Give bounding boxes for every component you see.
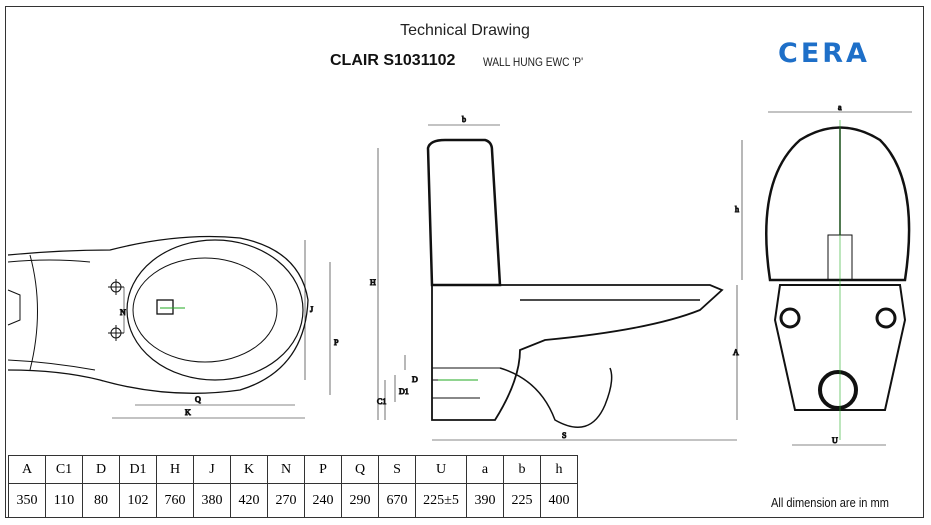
dim-label-H: H xyxy=(370,278,376,287)
model-number: CLAIR S1031102 xyxy=(330,52,456,69)
side-view: b H A D D1 C1 S xyxy=(370,115,740,441)
header-cell: h xyxy=(540,455,578,484)
header-cell: D1 xyxy=(119,455,157,484)
value-cell: 670 xyxy=(378,483,416,518)
value-cell: 225 xyxy=(503,483,541,518)
header-cell: D xyxy=(82,455,120,484)
header-cell: Q xyxy=(341,455,379,484)
header-cell: P xyxy=(304,455,342,484)
dim-label-b: b xyxy=(462,115,466,124)
dim-label-C1: C1 xyxy=(377,397,386,406)
plan-view: N J P Q K xyxy=(7,235,340,419)
value-cell: 420 xyxy=(230,483,268,518)
product-description: WALL HUNG EWC 'P' xyxy=(483,55,584,69)
drawing-frame xyxy=(5,6,924,518)
dim-label-a: a xyxy=(838,103,842,112)
header-cell: U xyxy=(415,455,467,484)
header-cell: a xyxy=(466,455,504,484)
value-cell: 225±5 xyxy=(415,483,467,518)
value-cell: 110 xyxy=(45,483,83,518)
dim-label-K: K xyxy=(185,408,191,417)
value-cell: 350 xyxy=(8,483,46,518)
header-cell: K xyxy=(230,455,268,484)
value-cell: 380 xyxy=(193,483,231,518)
dim-label-U: U xyxy=(832,436,838,445)
dim-label-P: P xyxy=(334,338,339,347)
technical-drawing: N J P Q K b H A D D1 C1 S xyxy=(7,103,912,446)
table-row: 350 110 80 102 760 380 420 270 240 290 6… xyxy=(8,483,578,518)
front-view: a h U xyxy=(735,103,912,446)
header-cell: J xyxy=(193,455,231,484)
value-cell: 240 xyxy=(304,483,342,518)
value-cell: 400 xyxy=(540,483,578,518)
value-cell: 760 xyxy=(156,483,194,518)
dim-label-S: S xyxy=(562,431,566,440)
value-cell: 290 xyxy=(341,483,379,518)
page-title: Technical Drawing xyxy=(400,22,530,39)
header-cell: b xyxy=(503,455,541,484)
dimensions-table: A C1 D D1 H J K N P Q S U a b h 350 110 … xyxy=(8,455,578,518)
value-cell: 80 xyxy=(82,483,120,518)
header-cell: S xyxy=(378,455,416,484)
header-cell: C1 xyxy=(45,455,83,484)
header-cell: H xyxy=(156,455,194,484)
dim-label-h: h xyxy=(735,205,739,214)
value-cell: 390 xyxy=(466,483,504,518)
value-cell: 102 xyxy=(119,483,157,518)
dim-label-J: J xyxy=(310,305,313,314)
brand-logo: CERA xyxy=(778,38,870,69)
units-note: All dimension are in mm xyxy=(771,495,889,510)
dim-label-N: N xyxy=(120,308,126,317)
dim-label-Q: Q xyxy=(195,395,201,404)
value-cell: 270 xyxy=(267,483,305,518)
header-cell: N xyxy=(267,455,305,484)
dim-label-D1: D1 xyxy=(399,387,409,396)
header-cell: A xyxy=(8,455,46,484)
table-header-row: A C1 D D1 H J K N P Q S U a b h xyxy=(8,455,578,484)
dim-label-D: D xyxy=(412,375,418,384)
dim-label-A: A xyxy=(733,348,739,357)
